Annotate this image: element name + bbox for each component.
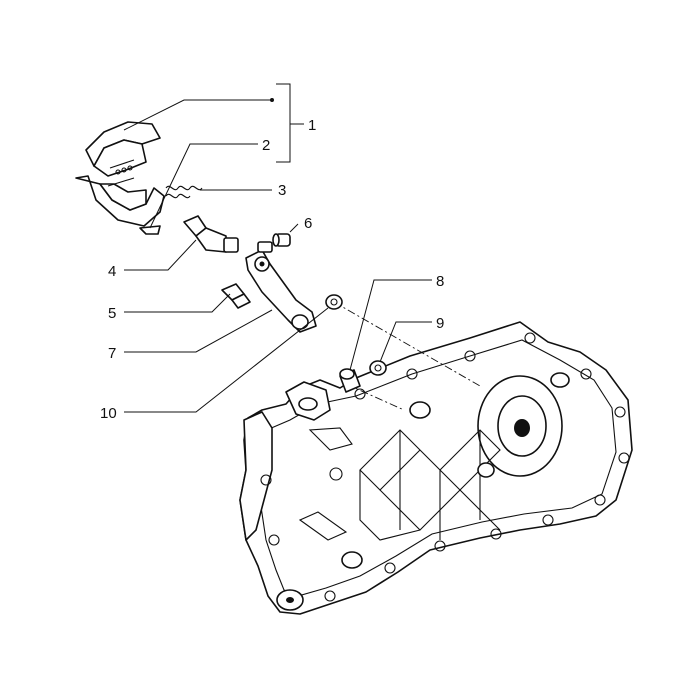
brake-shoe-pair-icon xyxy=(75,121,165,227)
leader-10 xyxy=(124,307,329,413)
leader-5 xyxy=(124,293,231,313)
leader-1-upper xyxy=(123,99,272,131)
leader-6 xyxy=(289,223,299,233)
brake-cam-shaft-icon xyxy=(183,215,239,253)
callout-3: 3 xyxy=(278,182,286,199)
callout-6: 6 xyxy=(304,215,312,232)
callout-5: 5 xyxy=(108,305,116,322)
leader-1-dot xyxy=(270,98,274,102)
return-spring-icon xyxy=(165,185,203,199)
leader-8 xyxy=(349,279,432,371)
callout-4: 4 xyxy=(108,263,116,280)
callout-8: 8 xyxy=(436,273,444,290)
assembly-axis-line xyxy=(333,301,481,387)
lever-bolt-icon xyxy=(221,283,251,309)
bracket-1 xyxy=(276,83,304,163)
leader-7 xyxy=(124,309,273,353)
callout-9: 9 xyxy=(436,315,444,332)
brake-lever-icon xyxy=(245,241,317,333)
bushing-icon xyxy=(272,233,291,247)
leader-lines xyxy=(123,83,432,413)
spacer-icon xyxy=(325,294,343,310)
callout-7: 7 xyxy=(108,345,116,362)
retaining-clip-icon xyxy=(139,225,161,235)
callout-2: 2 xyxy=(262,137,270,154)
leader-2 xyxy=(149,143,258,229)
leader-9 xyxy=(379,321,432,363)
pivot-pin-icon xyxy=(339,368,361,393)
assembly-axis-line-2 xyxy=(345,383,405,411)
washer-icon xyxy=(369,360,387,376)
engine-crankcase-icon xyxy=(239,321,633,615)
callout-10: 10 xyxy=(100,405,117,422)
callout-1: 1 xyxy=(308,117,316,134)
leader-4 xyxy=(124,239,197,271)
